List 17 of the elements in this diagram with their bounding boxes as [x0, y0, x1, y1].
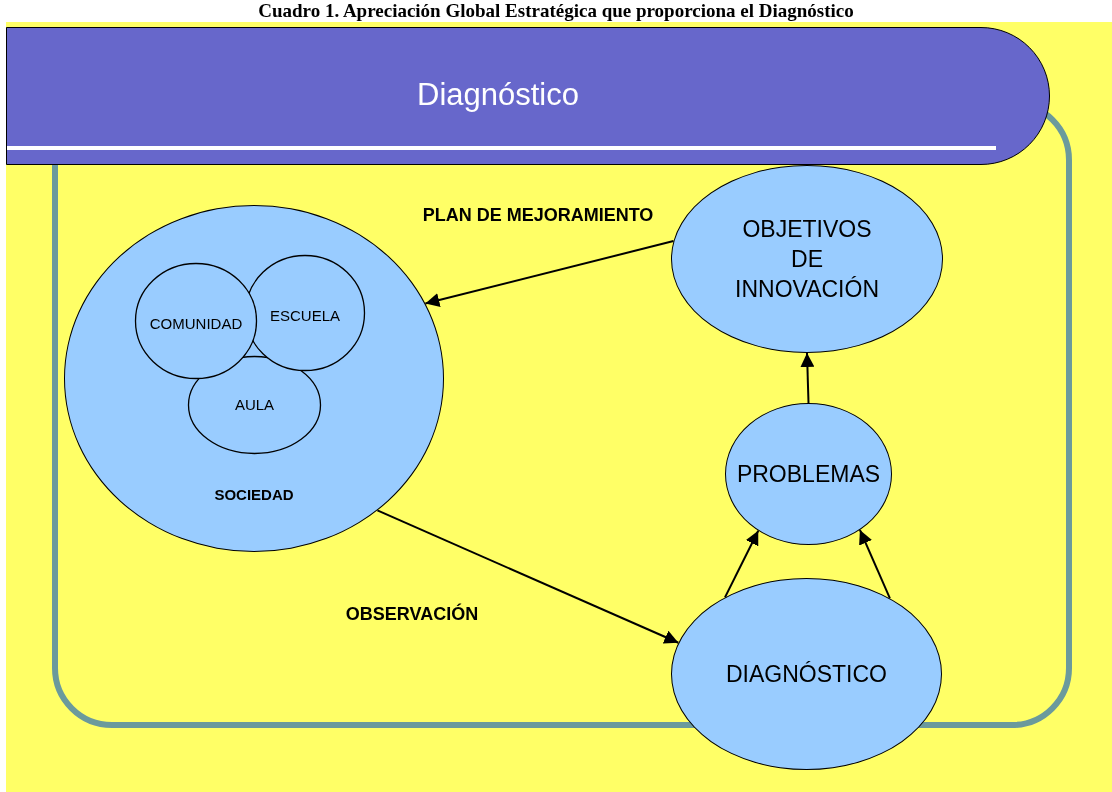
circle-label: AULA	[234, 395, 275, 415]
circle-label: COMUNIDAD	[149, 314, 243, 334]
banner-title: Diagnóstico	[417, 76, 579, 114]
arrow	[376, 509, 680, 644]
node-label: OBJETIVOS DE INNOVACIÓN	[734, 215, 880, 304]
node-label: PROBLEMAS	[736, 459, 881, 489]
arrow	[858, 528, 891, 600]
edge-label: OBSERVACIÓN	[345, 602, 479, 626]
figure-title: Cuadro 1. Apreciación Global Estratégica que proporciona el Diagnóstico	[257, 0, 855, 22]
title-banner	[6, 27, 1050, 165]
arrow	[424, 240, 675, 307]
arrow	[800, 352, 815, 404]
arrow	[723, 529, 760, 599]
node-label: SOCIEDAD	[213, 485, 295, 505]
edge-label: PLAN DE MEJORAMIENTO	[422, 203, 654, 227]
circle-label: ESCUELA	[270, 306, 340, 326]
node-label: DIAGNÓSTICO	[726, 659, 887, 689]
